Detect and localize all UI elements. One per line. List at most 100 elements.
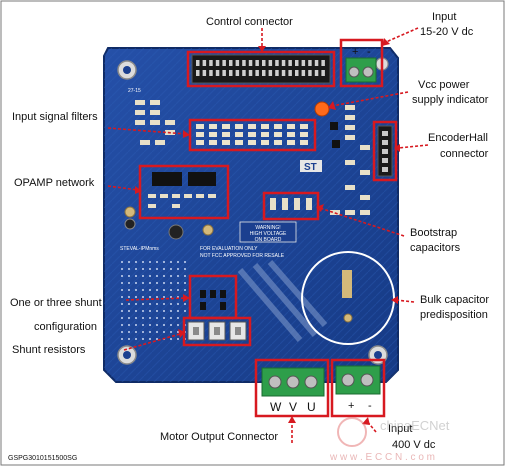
silkscreen-dot (121, 261, 123, 263)
filter-component (235, 140, 243, 145)
silkscreen-dot (149, 310, 151, 312)
silkscreen-dot (142, 261, 144, 263)
silkscreen-dot (177, 331, 179, 333)
silkscreen-dot (135, 296, 137, 298)
silkscreen-dot (142, 324, 144, 326)
silkscreen-dot (163, 296, 165, 298)
silkscreen-dot (170, 296, 172, 298)
silkscreen-dot (177, 317, 179, 319)
label-shunt-resistors: Shunt resistors (12, 344, 86, 356)
control-connector-body (191, 54, 331, 84)
figure-id: GSPG3010151500SG (8, 455, 77, 462)
bulk-capacitor-pad (342, 270, 352, 298)
silkscreen-dot (135, 303, 137, 305)
silkscreen-dot (177, 324, 179, 326)
silkscreen-dot (142, 289, 144, 291)
silkscreen-dot (170, 268, 172, 270)
label-bootstrap-line1: Bootstrap (410, 227, 457, 239)
connector-pin (235, 70, 240, 76)
shunt-config-jumpers (200, 290, 226, 310)
silkscreen-dot (121, 331, 123, 333)
connector-pin (275, 60, 279, 66)
filter-component (261, 124, 269, 129)
filter-component (287, 140, 295, 145)
connector-pin (275, 70, 279, 76)
shunt-resistor-parts (187, 321, 247, 341)
label-vcc-line1: Vcc power (418, 79, 470, 91)
connector-pin (255, 60, 259, 66)
silkscreen-dot (128, 261, 130, 263)
silkscreen-dot (170, 338, 172, 340)
silkscreen-dot (121, 303, 123, 305)
silkscreen-dot (135, 310, 137, 312)
filter-component (196, 140, 204, 145)
silkscreen-dot (177, 261, 179, 263)
filter-component (300, 140, 308, 145)
connector-pin (196, 60, 200, 66)
label-input400-line2: 400 V dc (392, 439, 436, 451)
silkscreen-dot (184, 275, 186, 277)
connector-pin (215, 60, 220, 66)
highlight-input-400v (330, 358, 386, 418)
connector-pin (242, 60, 246, 66)
warning-label (239, 221, 297, 243)
silkscreen-dot (149, 317, 151, 319)
silkscreen-dot (156, 275, 158, 277)
silkscreen-dot (121, 317, 123, 319)
connector-pin (262, 60, 266, 66)
watermark-url: w w w . E C C N . c o m (329, 452, 435, 463)
silkscreen-dot (135, 338, 137, 340)
silkscreen-dot (121, 289, 123, 291)
connector-pin (268, 70, 273, 76)
connector-pin (308, 70, 312, 76)
highlight-opamp-network (138, 164, 230, 220)
capacitor (124, 218, 136, 230)
arrow-encoder (397, 144, 429, 149)
silkscreen-dot (177, 338, 179, 340)
label-bulk-line2: predisposition (420, 309, 488, 321)
filter-component (261, 132, 269, 137)
silkscreen-dot (128, 317, 130, 319)
silkscreen-dot (149, 289, 151, 291)
silkscreen-dot (184, 310, 186, 312)
silkscreen-dot (121, 275, 123, 277)
silkscreen-dot (142, 331, 144, 333)
silkscreen-dot (156, 303, 158, 305)
filter-component (196, 132, 204, 137)
filter-component (222, 132, 230, 137)
silkscreen-dot (135, 289, 137, 291)
connector-pin (281, 60, 286, 66)
connector-pin (295, 70, 299, 76)
warning-line: ON BOARD (255, 237, 282, 243)
connector-pin (229, 70, 233, 76)
silkscreen-dot (142, 296, 144, 298)
silkscreen-dot (156, 338, 158, 340)
silkscreen-dot (156, 268, 158, 270)
connector-pin (209, 70, 213, 76)
highlight-bootstrap (262, 191, 320, 221)
label-opamp-network: OPAMP network (14, 177, 95, 189)
filter-component (274, 132, 282, 137)
arrow-opamp (107, 185, 139, 191)
arrow-vcc (331, 91, 409, 107)
arrow-bulk (395, 299, 415, 303)
connector-pin (222, 60, 226, 66)
filter-component (300, 132, 308, 137)
connector-pin (229, 60, 233, 66)
polarity-plus: + (352, 46, 358, 58)
label-input400-line1: Input (388, 423, 412, 435)
warning-line: WARNING! (255, 225, 280, 231)
silkscreen-dot (163, 317, 165, 319)
eval-name: STEVAL-IPMnms (120, 246, 159, 252)
connector-pin (196, 70, 200, 76)
connector-pin (248, 60, 253, 66)
silkscreen-dot (163, 303, 165, 305)
filter-component (209, 124, 217, 129)
silkscreen-dot (163, 331, 165, 333)
connector-pin (295, 60, 299, 66)
silkscreen-dot (149, 331, 151, 333)
silkscreen-dot (163, 275, 165, 277)
eval-notice: FOR EVALUATION ONLY (200, 246, 258, 252)
silkscreen-dot (149, 282, 151, 284)
